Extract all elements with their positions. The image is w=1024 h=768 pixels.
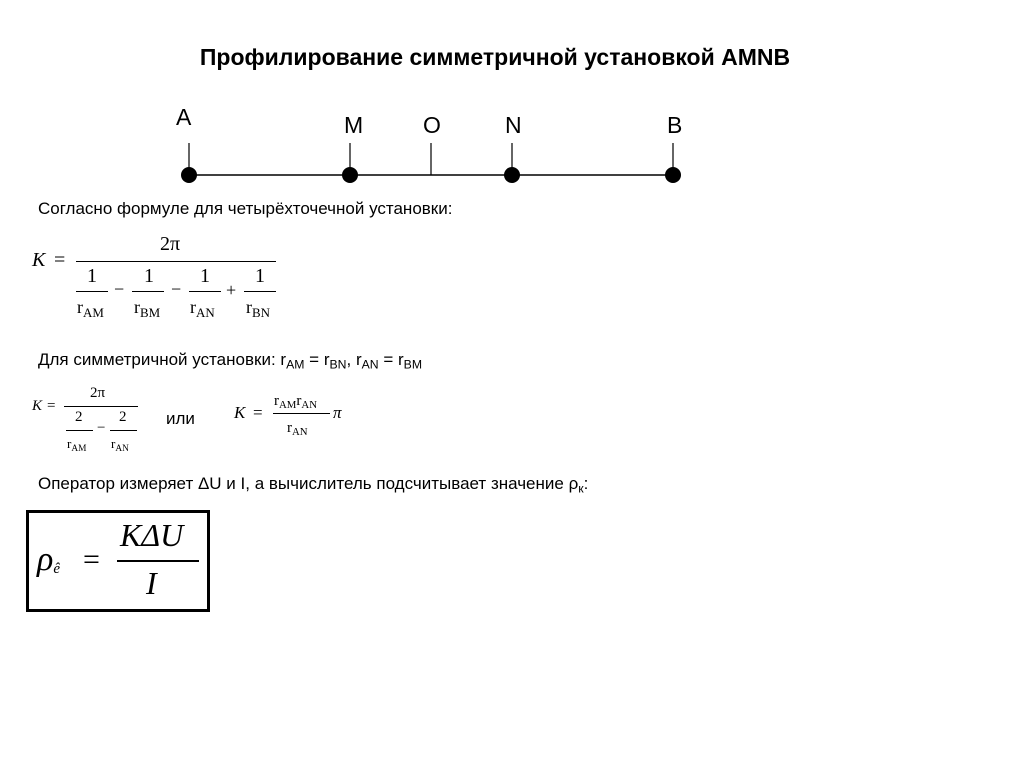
electrode-a-label: A — [176, 104, 192, 130]
electrode-m-label: M — [344, 112, 364, 138]
electrode-o-label: O — [423, 112, 441, 138]
electrode-line-svg — [181, 143, 681, 183]
formula4-bar — [117, 560, 199, 562]
text-symmetric-condition: Для симметричной установки: rAM = rBN, r… — [38, 350, 423, 372]
formula1-term2-den: rBM — [134, 297, 161, 320]
formula1-term4-bar — [244, 291, 276, 292]
formula2-term2-bar — [110, 430, 137, 431]
formula3-denominator: rAN — [287, 420, 308, 439]
formula3-pi: π — [333, 403, 342, 422]
formula1-eq: = — [54, 249, 66, 271]
text-operator-measures: Оператор измеряет ΔU и I, а вычислитель … — [38, 474, 589, 496]
formula1-term2-num: 1 — [144, 265, 154, 287]
formula4-numerator: KΔU — [120, 517, 184, 553]
formula2-numerator: 2π — [90, 385, 106, 401]
electrode-a-dot — [181, 167, 197, 183]
formula1-op3: + — [226, 280, 237, 300]
formula1-term3-den: rAN — [190, 297, 215, 320]
electrode-n-dot — [504, 167, 520, 183]
electrode-b-label: B — [667, 112, 683, 138]
formula1-term1-den: rAM — [77, 297, 104, 320]
page-title: Профилирование симметричной установкой A… — [199, 44, 791, 70]
formula2-lhs: K — [32, 398, 43, 414]
formula2-term1-den: rAM — [67, 436, 87, 454]
formula-apparent-resistivity-box: ρê = KΔU I — [26, 510, 210, 612]
formula2-term2-den: rAN — [111, 436, 129, 454]
formula2-op: − — [97, 420, 106, 436]
formula2-main-bar — [64, 406, 138, 407]
formula1-term1-bar — [76, 291, 108, 292]
formula3-bar — [273, 413, 330, 414]
formula1-term3-num: 1 — [200, 265, 210, 287]
formula2-term1-num: 2 — [75, 409, 83, 425]
formula2-term1-bar — [66, 430, 93, 431]
formula1-main-bar — [76, 261, 276, 262]
formula1-lhs: K — [32, 249, 46, 271]
formula4-denominator: I — [146, 565, 157, 601]
formula2-term2-num: 2 — [119, 409, 127, 425]
text-four-point-formula-intro: Согласно формуле для четырёхточечной уст… — [38, 199, 453, 218]
electrode-b-dot — [665, 167, 681, 183]
formula1-term4-num: 1 — [255, 265, 265, 287]
formula4-eq: = — [83, 543, 100, 576]
formula4-rho: ρê — [37, 541, 60, 578]
formula3-lhs: K — [234, 403, 246, 422]
formula1-term4-den: rBN — [246, 297, 270, 320]
formula3-eq: = — [253, 403, 263, 422]
formula3-numerator: rAMrAN — [274, 393, 318, 412]
electrode-m-dot — [342, 167, 358, 183]
formula1-op2: − — [171, 279, 182, 299]
formula1-term2-bar — [132, 291, 164, 292]
text-or: или — [166, 409, 195, 428]
formula2-eq: = — [47, 398, 56, 414]
electrode-n-label: N — [505, 112, 522, 138]
formula1-term3-bar — [189, 291, 221, 292]
formula1-op1: − — [114, 279, 125, 299]
formula1-numerator: 2π — [160, 233, 181, 255]
formula1-term1-num: 1 — [87, 265, 97, 287]
